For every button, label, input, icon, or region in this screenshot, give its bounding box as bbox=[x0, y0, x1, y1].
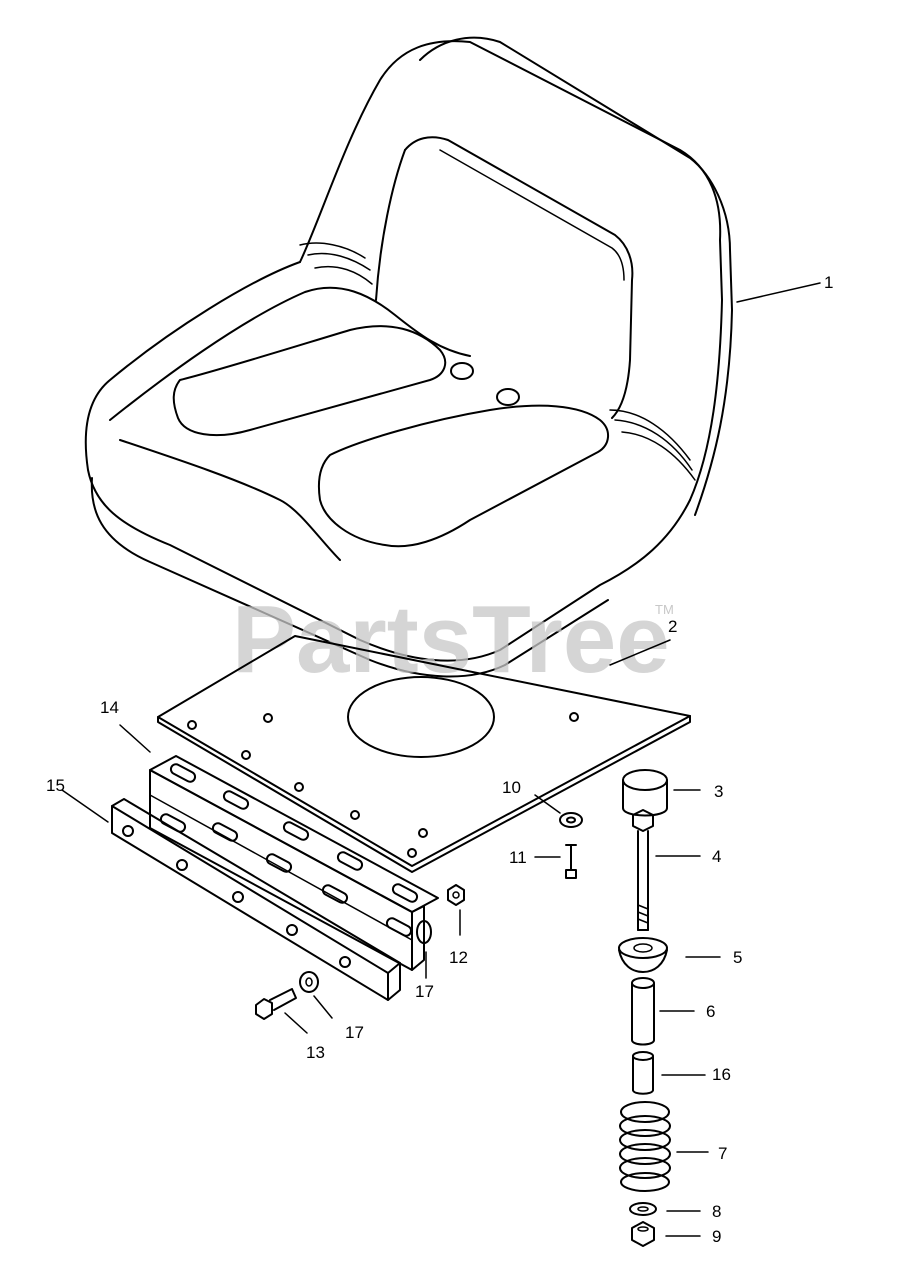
spacer-part-6 bbox=[631, 977, 695, 1046]
callout-12: 12 bbox=[449, 948, 468, 967]
callout-8: 8 bbox=[712, 1202, 721, 1221]
callout-4: 4 bbox=[712, 847, 721, 866]
screw-part-11 bbox=[534, 844, 577, 879]
spacer-part-16 bbox=[632, 1051, 706, 1095]
callout-2: 2 bbox=[668, 617, 677, 636]
bolt-part-13 bbox=[255, 988, 308, 1034]
nut-part-9 bbox=[631, 1221, 701, 1247]
callout-10: 10 bbox=[502, 778, 521, 797]
watermark-logo: PartsTree bbox=[232, 586, 670, 693]
bolt-part-4 bbox=[632, 809, 701, 931]
mounting-plate-part-2 bbox=[157, 635, 691, 873]
washer-part-17-lower bbox=[299, 971, 333, 1019]
watermark-trademark: TM bbox=[655, 602, 674, 617]
washer-part-8 bbox=[629, 1202, 701, 1216]
washer-part-10 bbox=[534, 794, 583, 828]
callout-15: 15 bbox=[46, 776, 65, 795]
callout-6: 6 bbox=[706, 1002, 715, 1021]
seat-part-1 bbox=[84, 36, 821, 678]
washer-part-17-upper bbox=[416, 920, 432, 979]
callout-9: 9 bbox=[712, 1227, 721, 1246]
spring-part-7 bbox=[619, 1101, 709, 1192]
callout-3: 3 bbox=[714, 782, 723, 801]
callout-7: 7 bbox=[718, 1144, 727, 1163]
cup-washer-part-5 bbox=[618, 937, 721, 973]
hinge-part-14 bbox=[119, 724, 439, 971]
bracket-part-15 bbox=[61, 789, 401, 1001]
bumper-part-3 bbox=[622, 769, 701, 817]
callout-1: 1 bbox=[824, 273, 833, 292]
callout-17-lower: 17 bbox=[345, 1023, 364, 1042]
callout-17-upper: 17 bbox=[415, 982, 434, 1001]
callout-14: 14 bbox=[100, 698, 119, 717]
callout-11: 11 bbox=[509, 848, 527, 867]
nut-part-12 bbox=[447, 884, 465, 936]
callout-16: 16 bbox=[712, 1065, 731, 1084]
callout-13: 13 bbox=[306, 1043, 325, 1062]
callout-5: 5 bbox=[733, 948, 742, 967]
